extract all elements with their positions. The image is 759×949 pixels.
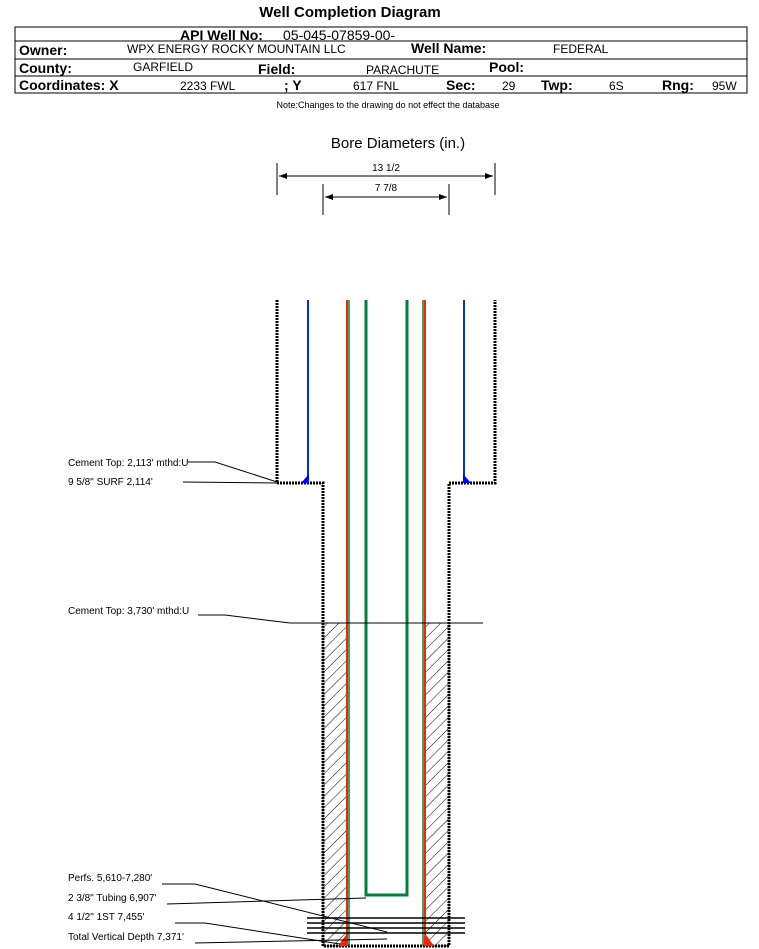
owner-label: Owner: (19, 42, 67, 58)
county-label: County: (19, 60, 72, 76)
surface-casing-label: 9 5/8" SURF 2,114' (68, 477, 153, 488)
twp-label: Twp: (541, 77, 573, 93)
borehole-wall (275, 300, 497, 948)
twp-value: 6S (609, 79, 624, 93)
pool-label: Pool: (489, 59, 524, 75)
note: Note:Changes to the drawing do not effec… (277, 100, 500, 110)
tubing (364, 300, 409, 897)
cement-right (424, 622, 450, 947)
coord-y-label: ; Y (284, 77, 302, 93)
dimension-7-7-8: 7 7/8 (322, 183, 450, 215)
field-label: Field: (258, 61, 295, 77)
county-value: GARFIELD (133, 60, 193, 74)
api-label: API Well No: (180, 27, 263, 43)
perforations (307, 917, 465, 934)
tvd-label: Total Vertical Depth 7,371' (68, 932, 184, 943)
tubing-label: 2 3/8" Tubing 6,907' (68, 893, 156, 904)
production-casing-label: 4 1/2" 1ST 7,455' (68, 912, 145, 923)
well-name-value: FEDERAL (553, 42, 609, 56)
surface-casing (301, 300, 471, 483)
rng-label: Rng: (662, 77, 694, 93)
cement-top-2-label: Cement Top: 3,730' mthd:U (68, 606, 189, 617)
cement-left (322, 622, 348, 947)
header-table: API Well No: 05-045-07859-00- Owner: WPX… (14, 26, 748, 94)
field-value: PARACHUTE (366, 63, 439, 77)
rng-value: 95W (712, 79, 737, 93)
cement-top-1-label: Cement Top: 2,113' mthd:U (68, 458, 189, 469)
sec-value: 29 (502, 79, 516, 93)
api-value: 05-045-07859-00- (283, 27, 395, 43)
coord-y-value: 617 FNL (353, 79, 399, 93)
bore-diameter-2: 7 7/8 (375, 183, 398, 194)
dimension-13-1-2: 13 1/2 (276, 163, 496, 195)
well-name-label: Well Name: (411, 40, 486, 56)
owner-value: WPX ENERGY ROCKY MOUNTAIN LLC (127, 42, 346, 56)
perfs-label: Perfs. 5,610-7,280' (68, 873, 152, 884)
diagram-title: Well Completion Diagram (259, 4, 440, 21)
coord-x-label: Coordinates: X (19, 77, 119, 93)
bore-title: Bore Diameters (in.) (331, 135, 465, 152)
coord-x-value: 2233 FWL (180, 79, 236, 93)
bore-diameter-1: 13 1/2 (372, 163, 400, 174)
sec-label: Sec: (446, 77, 476, 93)
